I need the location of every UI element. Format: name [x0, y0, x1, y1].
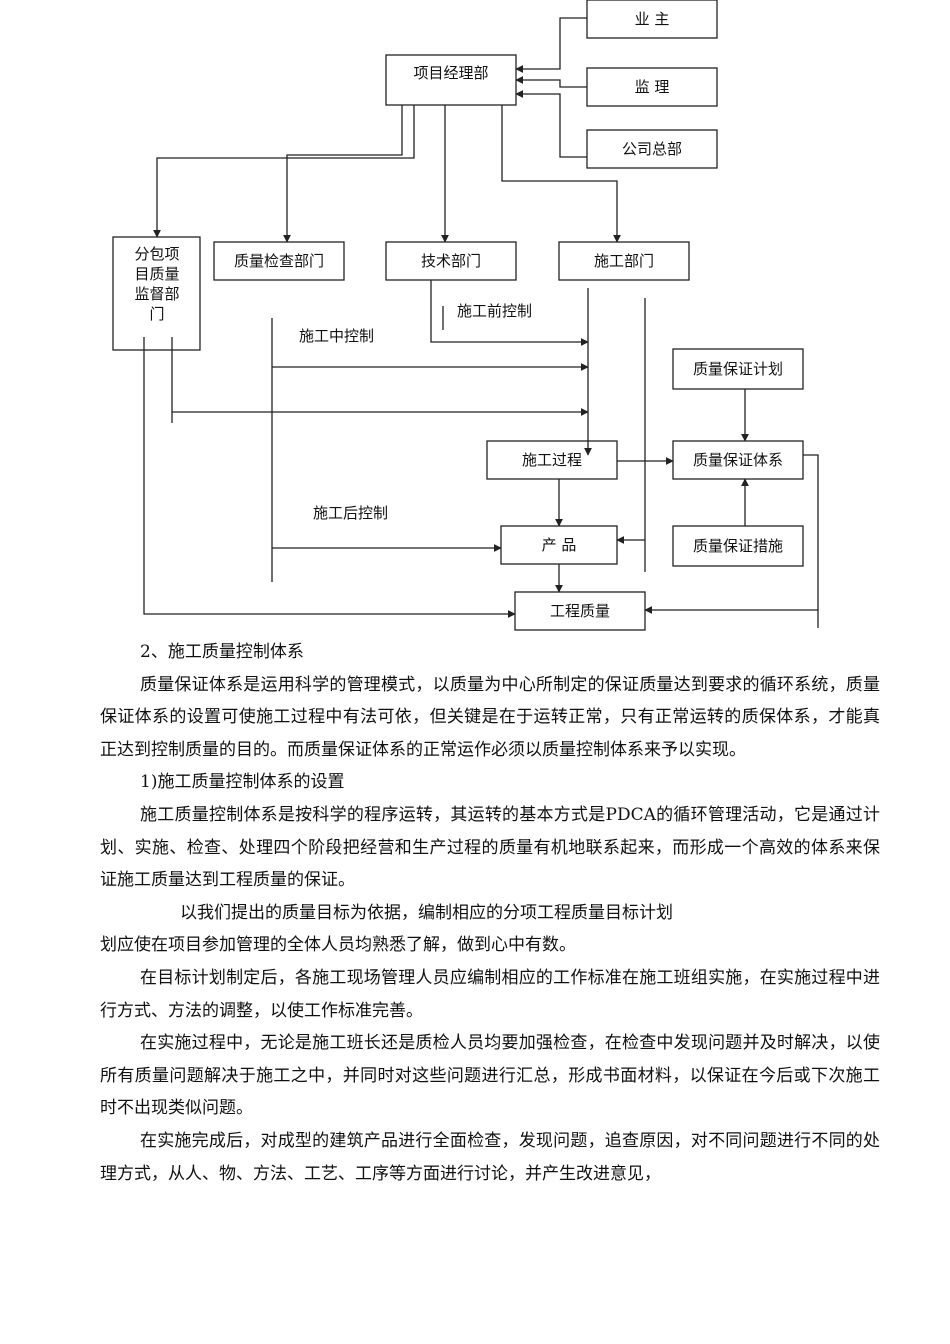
process-box: 施工过程 [486, 440, 618, 480]
svg-text:监督部: 监督部 [134, 285, 179, 303]
mid-control-label: 施工中控制 [299, 327, 374, 345]
paragraph-targets-line1: 以我们提出的质量目标为依据，编制相应的分项工程质量目标计划 [180, 902, 673, 923]
paragraph-completion: 在实施完成后，对成型的建筑产品进行全面检查，发现问题，追查原因，对不同问题进行不… [100, 1130, 880, 1184]
subcontract-supervision-box: 分包项 目质量 监督部 门 [112, 236, 201, 351]
owner-box: 业 主 [586, 0, 718, 39]
subcontract-to-process-line [171, 337, 589, 416]
quality-inspection-box: 质量检查部门 [213, 241, 345, 281]
paragraph-standards: 在目标计划制定后，各施工现场管理人员应编制相应的工作标准在施工班组实施，在实施过… [100, 967, 880, 1021]
project-dept-box: 项目经理部 [385, 54, 517, 106]
svg-text:工程质量: 工程质量 [550, 602, 610, 620]
hq-box: 公司总部 [586, 129, 718, 169]
svg-text:技术部门: 技术部门 [421, 252, 481, 270]
supervisor-to-project-arrow [515, 76, 587, 88]
supervisor-box: 监 理 [586, 67, 718, 107]
project-quality-box: 工程质量 [514, 591, 646, 631]
paragraph-targets-line2: 划应使在项目参加管理的全体人员均熟悉了解，做到心中有数。 [100, 935, 576, 956]
qa-plan-box: 质量保证计划 [672, 348, 804, 390]
subcontract-to-quality-arrow [143, 337, 516, 618]
hq-to-project-arrow [515, 90, 587, 158]
svg-text:质量保证体系: 质量保证体系 [693, 451, 783, 469]
svg-text:质量检查部门: 质量检查部门 [234, 252, 324, 270]
svg-text:产 品: 产 品 [542, 536, 577, 554]
svg-text:监 理: 监 理 [635, 78, 670, 96]
qa-measures-box: 质量保证措施 [672, 525, 804, 567]
project-to-quality-inspection-arrow [283, 128, 403, 243]
paragraph-inspection: 在实施过程中，无论是施工班长还是质检人员均要加强检查，在检查中发现问题并及时解决… [100, 1033, 880, 1119]
paragraph-targets: 以我们提出的质量目标为依据，编制相应的分项工程质量目标计划 [100, 897, 880, 930]
svg-text:公司总部: 公司总部 [622, 140, 682, 158]
paragraph-pdca: 施工质量控制体系是按科学的程序运转，其运转的基本方式是PDCA的循环管理活动，它… [100, 804, 880, 891]
pre-control-label: 施工前控制 [457, 302, 532, 320]
product-box: 产 品 [500, 525, 618, 565]
post-control-label: 施工后控制 [313, 504, 388, 522]
tech-pre-control-arrow [430, 280, 589, 346]
svg-text:项目经理部: 项目经理部 [413, 64, 488, 82]
svg-text:质量保证措施: 质量保证措施 [693, 537, 783, 555]
paragraph-qa-system: 质量保证体系是运用科学的管理模式，以质量为中心所制定的保证质量达到要求的循环系统… [100, 674, 880, 760]
construction-dept-box: 施工部门 [558, 241, 690, 281]
qa-system-to-quality-arrow [644, 454, 819, 614]
project-to-subcontract-arrow [153, 105, 415, 238]
quality-control-flowchart: 业 主 项目经理部 监 理 公司总部 分包项 目质量 监督部 门 质量检查部门 … [112, 0, 819, 631]
svg-text:施工过程: 施工过程 [522, 451, 582, 469]
svg-text:质量保证计划: 质量保证计划 [693, 360, 783, 378]
svg-text:业 主: 业 主 [635, 10, 670, 28]
svg-text:门: 门 [149, 305, 164, 323]
section-title: 2、施工质量控制体系 [140, 642, 304, 662]
owner-to-project-arrow [515, 17, 587, 73]
svg-text:目质量: 目质量 [134, 265, 179, 283]
subheading-setup: 1)施工质量控制体系的设置 [140, 772, 345, 793]
svg-text:分包项: 分包项 [134, 245, 179, 263]
document-body: 2、施工质量控制体系 质量保证体系是运用科学的管理模式，以质量为中心所制定的保证… [100, 636, 880, 1190]
svg-text:施工部门: 施工部门 [594, 252, 654, 270]
qa-system-box: 质量保证体系 [672, 440, 804, 480]
tech-dept-box: 技术部门 [385, 241, 517, 281]
project-to-construction-arrow [501, 105, 621, 243]
